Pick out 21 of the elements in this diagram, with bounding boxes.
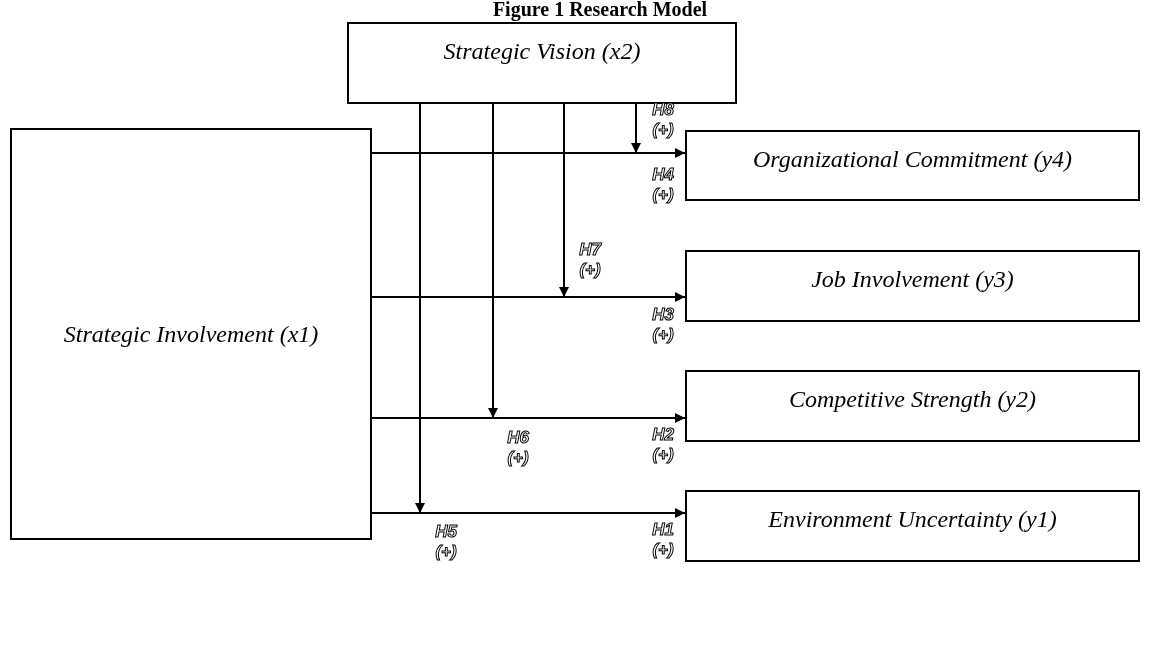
- variable-box: [685, 130, 1140, 201]
- variable-box: [347, 22, 737, 104]
- variable-box: [685, 490, 1140, 562]
- variable-name: Job Involvement (y3): [811, 265, 1014, 294]
- arrow: [559, 103, 569, 298]
- variable-name: Environment Uncertainty (y1): [768, 505, 1057, 534]
- arrow: [371, 413, 686, 423]
- arrow: [631, 103, 641, 154]
- arrow: [371, 292, 686, 302]
- variable-box: [685, 250, 1140, 322]
- arrow: [371, 148, 686, 158]
- figure-title: Figure 1 Research Model: [491, 0, 709, 20]
- arrow: [488, 103, 498, 419]
- variable-name: Competitive Strength (y2): [788, 385, 1036, 414]
- variable-name: Organizational Commitment (y4): [752, 145, 1073, 174]
- variable-box: [10, 128, 372, 540]
- arrow: [371, 508, 686, 518]
- arrow: [415, 103, 425, 514]
- variable-box: [685, 370, 1140, 442]
- variable-name: Strategic Vision (x2): [443, 37, 641, 66]
- variable-name: Strategic Involvement (x1): [63, 320, 319, 349]
